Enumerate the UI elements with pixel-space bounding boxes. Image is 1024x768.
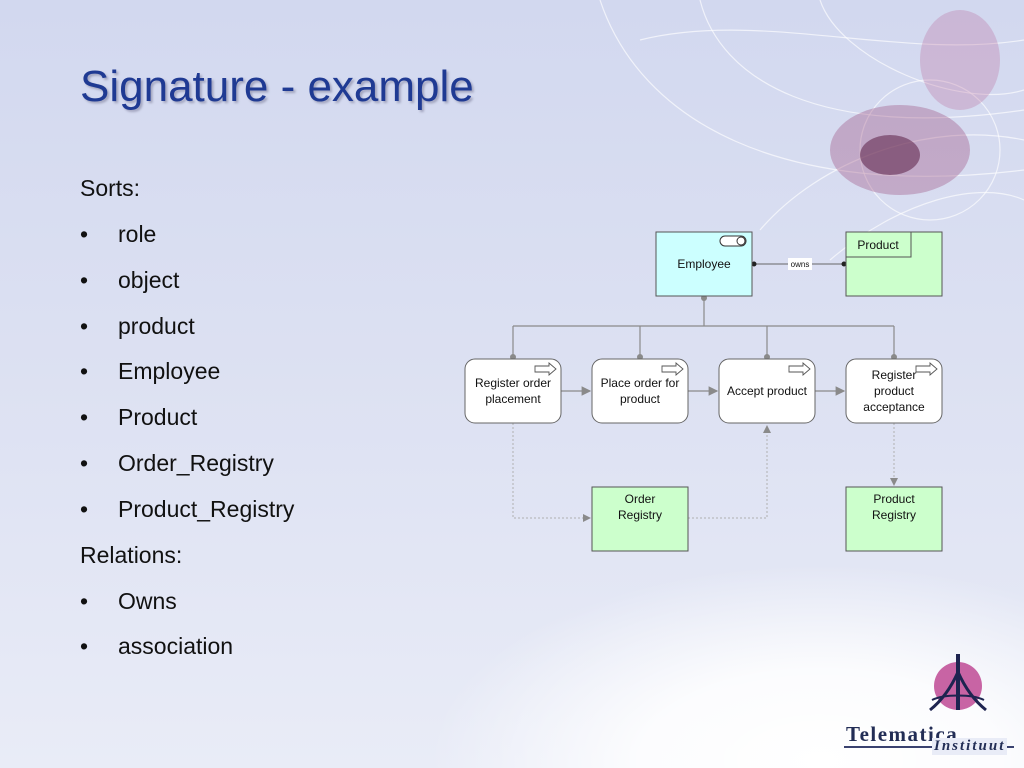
product-label: Product	[857, 238, 899, 252]
svg-text:Registry: Registry	[872, 508, 916, 522]
bullet: •	[80, 358, 89, 385]
svg-text:Place order for: Place order for	[601, 376, 680, 390]
list-item-text: role	[118, 221, 157, 247]
bullet: •	[80, 312, 89, 339]
connectors	[510, 258, 898, 522]
process-arrow-icon	[915, 362, 938, 376]
logo-underline	[844, 746, 1014, 748]
process-arrow-icon	[534, 362, 557, 376]
process-accept-product: Accept product	[718, 358, 816, 424]
process-arrow-icon	[788, 362, 811, 376]
list-item-text: Product	[118, 404, 198, 431]
svg-text:Order: Order	[625, 492, 656, 506]
process-arrow-icon	[661, 362, 684, 376]
logo-emblem-icon	[929, 654, 987, 712]
order-registry-box: Order Registry	[591, 486, 689, 552]
list-item-text: Product_Registry	[118, 495, 295, 522]
bullet: •	[80, 404, 89, 431]
list-item: • product	[80, 310, 460, 342]
owns-label: owns	[791, 260, 810, 269]
list-item: • Product_Registry	[80, 493, 460, 525]
logo-word-instituut: Instituut	[932, 738, 1008, 755]
svg-text:Product: Product	[873, 492, 915, 506]
list-item-text: Employee	[118, 358, 221, 385]
svg-text:Register: Register	[872, 368, 917, 382]
bullet: •	[80, 633, 89, 660]
list-item: • Order_Registry	[80, 447, 460, 479]
svg-text:Register order: Register order	[475, 376, 551, 390]
product-registry-box: Product Registry	[845, 486, 943, 552]
list-item: • role	[80, 218, 460, 250]
bullet: •	[80, 221, 89, 247]
svg-text:product: product	[874, 384, 915, 398]
bullet: •	[80, 587, 89, 614]
list-item: • Owns	[80, 585, 460, 617]
employee-label: Employee	[677, 257, 731, 271]
svg-text:Accept product: Accept product	[727, 384, 808, 398]
list-item-text: Order_Registry	[118, 449, 274, 476]
process-register-order-placement: Register order placement	[464, 358, 562, 424]
svg-text:acceptance: acceptance	[863, 400, 925, 414]
process-place-order-for-product: Place order for product	[591, 358, 689, 424]
decorative-glow	[830, 10, 1000, 195]
relations-list: • Owns • association	[80, 585, 460, 663]
svg-text:Registry: Registry	[618, 508, 662, 522]
bullet: •	[80, 266, 89, 293]
slide-title: Signature - example	[80, 62, 474, 111]
sorts-list: • role • object • product • Employee • Produc…	[80, 218, 460, 525]
list-item-text: product	[118, 312, 195, 339]
bullet: •	[80, 495, 89, 522]
list-item-text: object	[118, 266, 180, 293]
product-object-box: Product	[845, 231, 943, 297]
relations-heading: Relations:	[80, 541, 183, 568]
list-item: • Product	[80, 401, 460, 433]
list-item: • Employee	[80, 355, 460, 387]
svg-text:product: product	[620, 392, 661, 406]
sorts-heading: Sorts:	[80, 175, 141, 201]
decorative-swirls	[599, 0, 1024, 261]
employee-role-box: Employee	[655, 231, 753, 297]
list-item-text: Owns	[118, 587, 177, 614]
list-item: • association	[80, 630, 460, 662]
bullet: •	[80, 449, 89, 476]
list-item-text: association	[118, 633, 234, 660]
svg-text:placement: placement	[485, 392, 541, 406]
process-register-product-acceptance: Register product acceptance	[845, 358, 943, 424]
telematica-logo: Telematica Instituut	[840, 650, 1020, 760]
slide-content: Sorts: • role • object • product • Employee …	[80, 172, 460, 676]
list-item: • object	[80, 264, 460, 296]
